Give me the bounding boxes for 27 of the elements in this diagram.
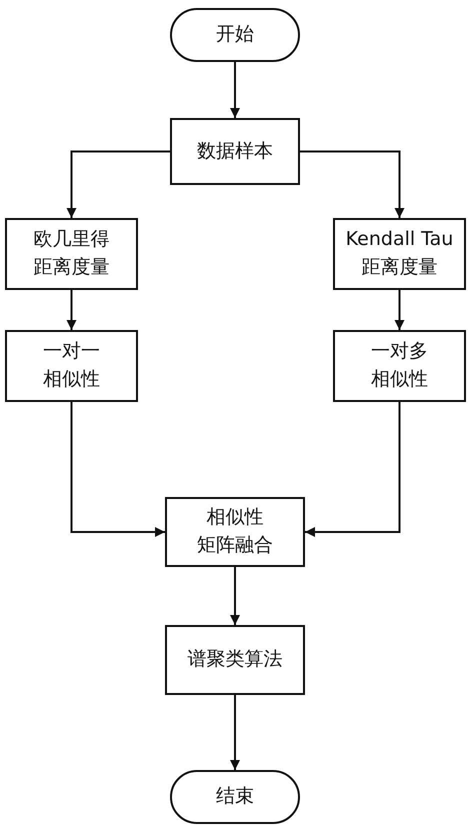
arrow (394, 290, 404, 330)
arrow (230, 567, 240, 625)
process-box (165, 625, 305, 695)
terminal-box (170, 770, 300, 824)
node-label: 一对多相似性 (371, 339, 428, 392)
node-label: 欧几里得距离度量 (34, 227, 110, 280)
terminal-box (170, 8, 300, 62)
node-label: 相似性矩阵融合 (197, 505, 273, 558)
arrow (305, 402, 400, 537)
arrow (230, 695, 240, 770)
process-box (5, 330, 138, 402)
process-box (333, 330, 466, 402)
arrow (300, 150, 404, 218)
arrow (230, 62, 240, 118)
node-label: 数据样本 (197, 138, 273, 164)
process-box (170, 118, 300, 185)
process-box (333, 218, 466, 290)
arrow (66, 290, 76, 330)
node-label: Kendall Tau距离度量 (346, 227, 454, 280)
node-label: 一对一相似性 (43, 339, 100, 392)
arrow (70, 402, 165, 537)
process-box (5, 218, 138, 290)
node-label: 谱聚类算法 (188, 647, 282, 672)
process-box (165, 497, 305, 567)
arrow (66, 150, 170, 218)
node-label: 结束 (216, 784, 254, 810)
node-label: 开始 (216, 22, 254, 48)
